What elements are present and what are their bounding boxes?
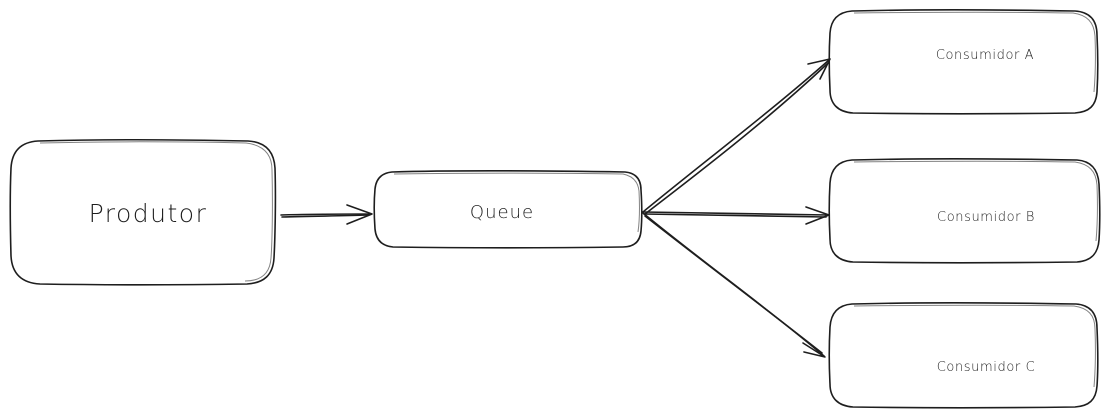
edge-queue-to-consumer-a: [642, 58, 831, 215]
node-consumer-c-box: [828, 302, 1099, 409]
edge-queue-to-consumer-c: [642, 212, 826, 358]
node-queue-label: Queue: [470, 202, 534, 223]
edge-queue-to-consumer-a-line-echo: [644, 63, 828, 215]
edge-producer-to-queue-line: [280, 213, 372, 216]
node-producer-label: Produtor: [89, 199, 208, 228]
edge-queue-to-consumer-b-arrowhead: [805, 206, 830, 225]
node-queue-box-echo: [393, 172, 640, 233]
edge-producer-to-queue-arrowhead: [346, 204, 373, 225]
node-consumer-a-label: Consumidor A: [936, 48, 1034, 63]
edge-producer-to-queue-line-echo: [281, 214, 369, 218]
node-consumer-a-box-echo: [853, 11, 1096, 93]
node-consumer-b[interactable]: Consumidor B: [828, 158, 1101, 264]
node-consumer-c-box-echo: [853, 304, 1096, 388]
edge-queue-to-consumer-b: [642, 206, 830, 225]
node-consumer-b-box-echo: [853, 160, 1098, 242]
node-consumer-b-box: [828, 158, 1101, 264]
node-queue-box: [373, 170, 643, 249]
edge-queue-to-consumer-a-arrowhead: [807, 58, 831, 80]
node-consumer-a[interactable]: Consumidor A: [828, 9, 1099, 115]
node-consumer-b-label: Consumidor B: [937, 210, 1035, 225]
edge-queue-to-consumer-c-line-echo: [644, 215, 823, 354]
edge-queue-to-consumer-b-line-echo: [643, 213, 827, 218]
node-producer-box: [9, 139, 277, 286]
edge-queue-to-consumer-a-line: [642, 59, 830, 213]
edge-producer-to-queue: [280, 204, 373, 225]
node-queue[interactable]: Queue: [373, 170, 643, 249]
node-producer-box-echo: [39, 141, 273, 282]
node-consumer-c-label: Consumidor C: [937, 360, 1036, 375]
node-consumer-c[interactable]: Consumidor C: [828, 302, 1099, 409]
edge-queue-to-consumer-c-arrowhead: [802, 342, 826, 358]
node-consumer-a-box: [828, 9, 1099, 115]
node-producer[interactable]: Produtor: [9, 139, 277, 286]
edge-queue-to-consumer-b-line: [642, 211, 829, 216]
